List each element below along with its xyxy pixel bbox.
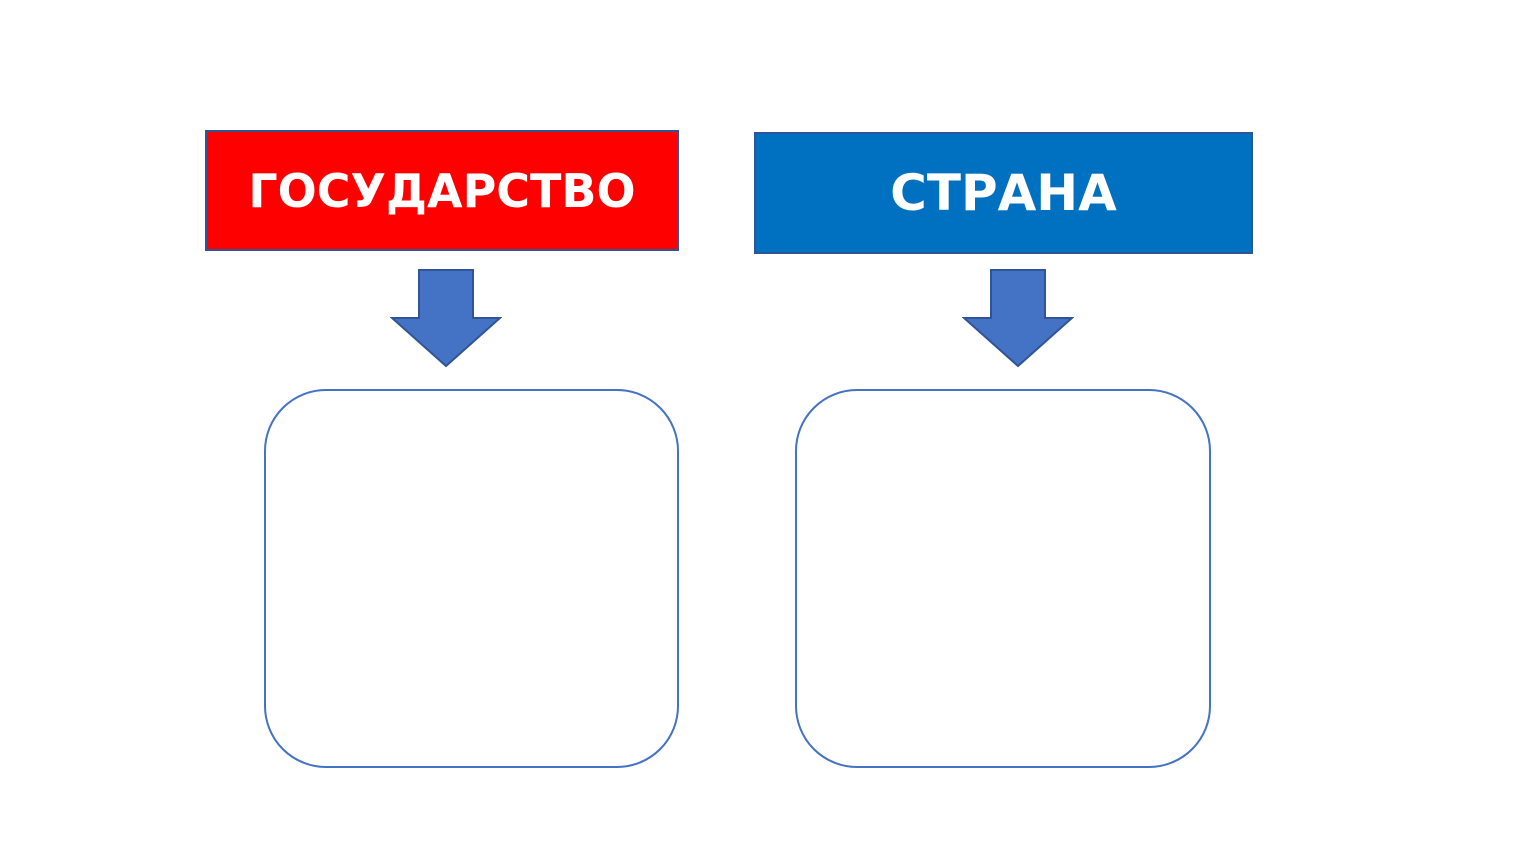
arrow-down-icon [390, 269, 502, 368]
arrow-down-icon [962, 269, 1074, 368]
answer-box-gosudarstvo[interactable] [264, 389, 679, 768]
header-gosudarstvo: ГОСУДАРСТВО [205, 130, 679, 251]
header-strana: СТРАНА [754, 132, 1253, 254]
answer-box-strana[interactable] [795, 389, 1211, 768]
